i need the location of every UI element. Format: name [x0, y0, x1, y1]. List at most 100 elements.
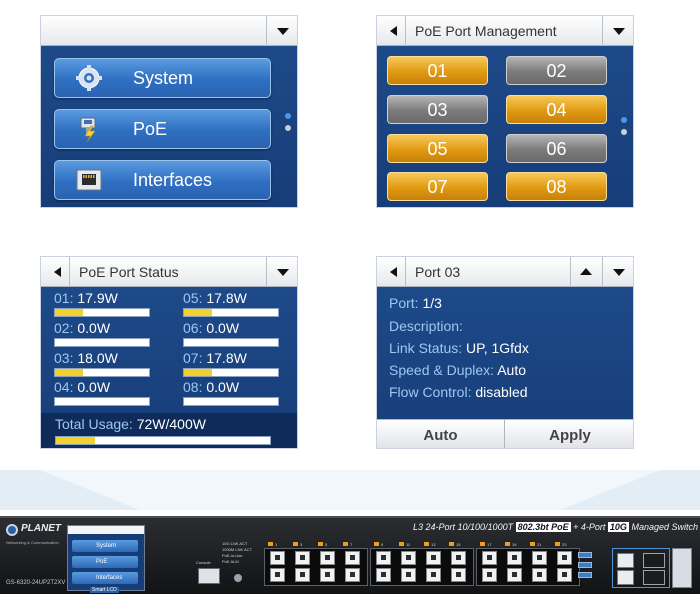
menu-button-interfaces[interactable]: Interfaces [54, 160, 271, 200]
rj45-port [451, 568, 466, 582]
poe-port-button-08[interactable]: 08 [506, 172, 607, 201]
brand-tagline: Networking & Communication [6, 540, 59, 545]
reset-button[interactable] [234, 574, 242, 582]
menu-header-bar [41, 16, 297, 46]
mini-menu-interfaces: Interfaces [72, 572, 138, 584]
rj45-port [557, 568, 572, 582]
port-id: 02: [54, 320, 74, 336]
headline-prefix: L3 24-Port 10/100/1000T [413, 522, 514, 532]
rj45-port [401, 568, 416, 582]
switch-front-panel: PLANET Networking & Communication GS-632… [0, 516, 700, 594]
product-headline: L3 24-Port 10/100/1000T 802.3bt PoE + 4-… [413, 522, 698, 532]
uplink-rj45-port [617, 553, 634, 568]
page-dot-active [621, 117, 627, 123]
field-speed-duplex[interactable]: Speed & Duplex: Auto [389, 362, 526, 378]
model-number: GS-6320-24UP2T2XV [6, 580, 66, 586]
back-arrow-icon[interactable] [54, 267, 61, 277]
port-power-03: 03: 18.0W [54, 350, 154, 377]
field-description[interactable]: Description: [389, 318, 463, 334]
back-arrow-icon[interactable] [390, 267, 397, 277]
dropdown-arrow-icon[interactable] [613, 28, 625, 35]
poe-port-button-02[interactable]: 02 [506, 56, 607, 85]
rj45-port [401, 551, 416, 565]
apply-button[interactable]: Apply [505, 419, 633, 448]
field-label: Link Status: [389, 340, 463, 356]
poe-status-led [318, 542, 323, 546]
sfp-slot [643, 553, 665, 568]
poe-port-button-07[interactable]: 07 [387, 172, 488, 201]
smart-lcd-screen[interactable]: System PoE Interfaces [67, 525, 145, 591]
headline-suffix: Managed Switch [631, 522, 698, 532]
header-separator [602, 257, 603, 287]
rj45-port [295, 568, 310, 582]
field-value: UP, 1Gfdx [466, 340, 529, 356]
field-label: Flow Control: [389, 384, 472, 400]
power-meter [54, 397, 150, 406]
header-separator [266, 257, 267, 287]
up-arrow-icon[interactable] [580, 268, 592, 275]
poe-status-led [399, 542, 404, 546]
port-id: 03: [54, 350, 74, 366]
rj45-port [532, 551, 547, 565]
poe-status-header-bar: PoE Port Status [41, 257, 297, 287]
mini-lcd-header [68, 526, 144, 534]
main-menu-panel: System PoE Interfaces [40, 15, 298, 208]
header-separator [570, 257, 571, 287]
rj45-port [507, 568, 522, 582]
total-usage-meter [55, 436, 271, 445]
power-meter [183, 368, 279, 377]
auto-button[interactable]: Auto [377, 419, 505, 448]
port-power-value: 0.0W [77, 379, 111, 395]
back-arrow-icon[interactable] [390, 26, 397, 36]
port-power-08: 08: 0.0W [183, 379, 283, 406]
port-id: 08: [183, 379, 203, 395]
field-link-status: Link Status: UP, 1Gfdx [389, 340, 529, 356]
port-number-label: 23 [562, 542, 567, 547]
side-label-plate [672, 548, 692, 588]
port-number-label: 15 [456, 542, 461, 547]
power-meter [54, 368, 150, 377]
power-meter-fill [55, 369, 84, 376]
power-meter-fill [184, 369, 213, 376]
dropdown-arrow-icon[interactable] [277, 269, 289, 276]
rj45-port [482, 568, 497, 582]
led-legend-item: 1000M LNK ACT [222, 547, 253, 552]
port-power-07: 07: 17.8W [183, 350, 283, 377]
menu-button-system[interactable]: System [54, 58, 271, 98]
port-power-06: 06: 0.0W [183, 320, 283, 347]
brand-name: PLANET [21, 523, 61, 534]
uplink-led [578, 562, 592, 568]
mini-menu-system: System [72, 540, 138, 552]
port-id: 01: [54, 290, 74, 306]
poe-status-led [343, 542, 348, 546]
port-power-value: 17.8W [206, 290, 247, 306]
poe-status-led [505, 542, 510, 546]
dropdown-arrow-icon[interactable] [613, 269, 625, 276]
poe-port-button-06[interactable]: 06 [506, 134, 607, 163]
page-indicator [621, 117, 627, 141]
dropdown-arrow-icon[interactable] [277, 28, 289, 35]
port-power-04: 04: 0.0W [54, 379, 154, 406]
port-number-label: 13 [431, 542, 436, 547]
10g-uplink-group [612, 548, 670, 588]
poe-port-button-05[interactable]: 05 [387, 134, 488, 163]
led-legend-item: PoE ALM [222, 559, 239, 564]
poe-port-button-04[interactable]: 04 [506, 95, 607, 124]
led-legend-item: 10G LNK ACT [222, 541, 248, 546]
field-flow-control[interactable]: Flow Control: disabled [389, 384, 528, 400]
field-value: 1/3 [422, 295, 442, 311]
panel-title: Port 03 [415, 264, 461, 280]
power-meter [54, 308, 150, 317]
rj45-port [295, 551, 310, 565]
console-port [198, 568, 220, 584]
rj45-port [345, 568, 360, 582]
total-usage-value: 72W/400W [136, 416, 206, 432]
poe-port-button-01[interactable]: 01 [387, 56, 488, 85]
gear-icon [76, 65, 102, 91]
menu-button-poe[interactable]: PoE [54, 109, 271, 149]
poe-port-button-03[interactable]: 03 [387, 95, 488, 124]
uplink-led [578, 572, 592, 578]
rj45-port [507, 551, 522, 565]
headline-mid: + 4-Port [573, 522, 606, 532]
